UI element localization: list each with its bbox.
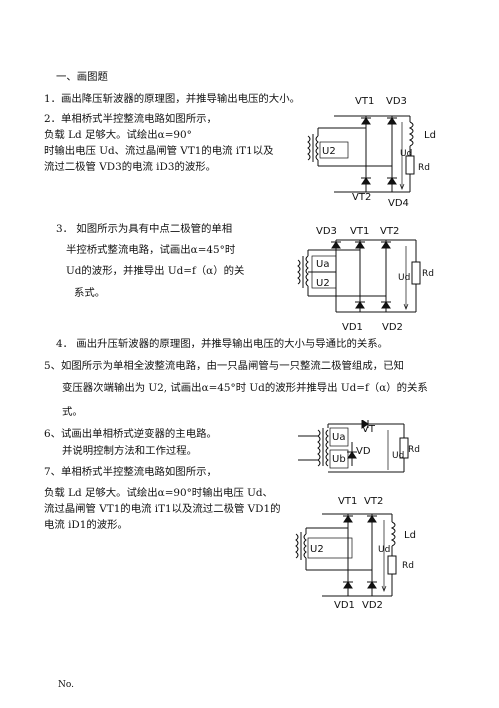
thyristor-vt [361, 420, 369, 429]
question-1: 1．画出降压斩波器的原理图，并推导输出电压的大小。 [44, 93, 300, 105]
question-7-line-1: 7、单相桥式半控整流电路如图所示， [44, 466, 217, 478]
label-vt2: VT2 [380, 226, 399, 237]
question-7-line-4: 电流 iD1的波形。 [44, 519, 128, 531]
label-vd1: VD1 [334, 600, 355, 611]
circuit-diagram-q2: VT1 VD3 Ld Rd U2 Ud VT2 VD4 [307, 96, 436, 209]
question-5-line-3: 式。 [62, 406, 83, 418]
thyristor-vt2 [367, 515, 377, 523]
diode-vd1 [343, 581, 353, 589]
label-u2: U2 [322, 146, 336, 157]
question-2-line-3: 时输出电压 Ud、流过晶闸管 VT1的电流 iT1以及 [44, 145, 274, 157]
diode-vd4 [387, 177, 397, 185]
transformer-secondary [303, 533, 307, 559]
transformer-primary [297, 259, 301, 285]
label-ub: Ub [332, 454, 346, 465]
label-ud: Ud [400, 149, 412, 159]
thyristor-vt1 [355, 241, 365, 249]
label-rd: Rd [418, 163, 430, 173]
thyristor-vt1 [361, 117, 371, 125]
label-vt2: VT2 [364, 496, 383, 507]
label-vt1: VT1 [355, 96, 374, 107]
label-ld: Ld [404, 530, 416, 541]
label-ua: Ua [316, 259, 329, 270]
label-rd: Rd [402, 561, 414, 571]
question-6-line-2: 并说明控制方法和工作过程。 [62, 445, 198, 457]
question-3-line-3: Ud的波形，并推导出 Ud=f（α）的关 [66, 265, 245, 277]
question-7-line-2: 负载 Ld 足够大。试绘出α=90°时输出电压 Ud、 [44, 487, 273, 499]
transformer-primary [295, 533, 299, 559]
label-u2: U2 [316, 278, 330, 289]
transformer-secondary [315, 135, 319, 161]
transformer-secondary [325, 429, 329, 467]
circuit-diagram-q5: Ua Ub VT VD Ud Rd [298, 420, 420, 473]
question-3-line-1: 3． 如图所示为具有中点二极管的单相 [56, 223, 233, 235]
diode-vd2 [381, 301, 391, 309]
diode-vd3 [331, 241, 341, 249]
label-vt1: VT1 [338, 496, 357, 507]
question-3-line-4: 系式。 [74, 287, 106, 299]
label-vt1: VT1 [350, 226, 369, 237]
diode-vd2 [367, 581, 377, 589]
question-5-line-1: 5、如图所示为单相全波整流电路，由一只晶闸管与一只整流二极管组成，已知 [44, 360, 404, 372]
transformer-primary [307, 135, 311, 161]
label-ld: Ld [424, 130, 436, 141]
label-rd: Rd [422, 269, 434, 279]
label-vd: VD [356, 446, 371, 457]
resistor-rd [411, 261, 421, 285]
label-ud: Ud [398, 273, 410, 283]
label-vd4: VD4 [388, 198, 409, 209]
label-vd3: VD3 [386, 96, 407, 107]
diode-vd3 [387, 117, 397, 125]
transformer-primary [317, 429, 321, 467]
circuit-diagram-q7: VT1 VT2 Ld Rd U2 Ud VD1 VD2 [295, 496, 416, 611]
label-ud: Ud [392, 451, 404, 461]
thyristor-vt2 [361, 177, 371, 185]
question-5-line-2: 变压器次端输出为 U2, 试画出α=45°时 Ud的波形并推导出 Ud=f（α）… [62, 382, 428, 394]
label-u2: U2 [310, 544, 324, 555]
label-vd3: VD3 [316, 226, 337, 237]
question-2-line-2: 负载 Ld 足够大。试绘出α=90° [44, 129, 192, 141]
label-vt: VT [362, 424, 376, 435]
diode-vd1 [355, 301, 365, 309]
label-ua: Ua [332, 432, 345, 443]
transformer-secondary [305, 255, 309, 287]
thyristor-vt1 [343, 515, 353, 523]
inductor-ld [390, 521, 396, 547]
question-4: 4． 画出升压斩波器的原理图，并推导输出电压的大小与导通比的关系。 [56, 338, 389, 350]
question-3-line-2: 半控桥式整流电路，试画出α=45°时 [66, 244, 236, 256]
label-vt2: VT2 [352, 192, 371, 203]
question-2-line-4: 流过二极管 VD3的电流 iD3的波形。 [44, 161, 217, 173]
circuit-diagram-q3: VD3 VT1 VT2 Ua U2 Ud Rd VD1 VD2 [297, 226, 434, 333]
question-7-line-3: 流过晶闸管 VT1的电流 iT1以及流过二极管 VD1的 [44, 503, 281, 515]
label-vd1: VD1 [342, 322, 363, 333]
resistor-rd [387, 555, 397, 575]
thyristor-vt2 [381, 241, 391, 249]
page-footer: No. [58, 680, 74, 690]
section-title: 一、画图题 [56, 71, 108, 83]
label-rd: Rd [408, 445, 420, 455]
diode-vd [347, 451, 357, 459]
question-6-line-1: 6、试画出单相桥式逆变器的主电路。 [44, 428, 217, 440]
question-2-line-1: 2．单相桥式半控整流电路如图所示， [44, 113, 217, 125]
label-vd2: VD2 [362, 600, 383, 611]
inductor-ld [408, 121, 414, 147]
label-vd2: VD2 [382, 322, 403, 333]
